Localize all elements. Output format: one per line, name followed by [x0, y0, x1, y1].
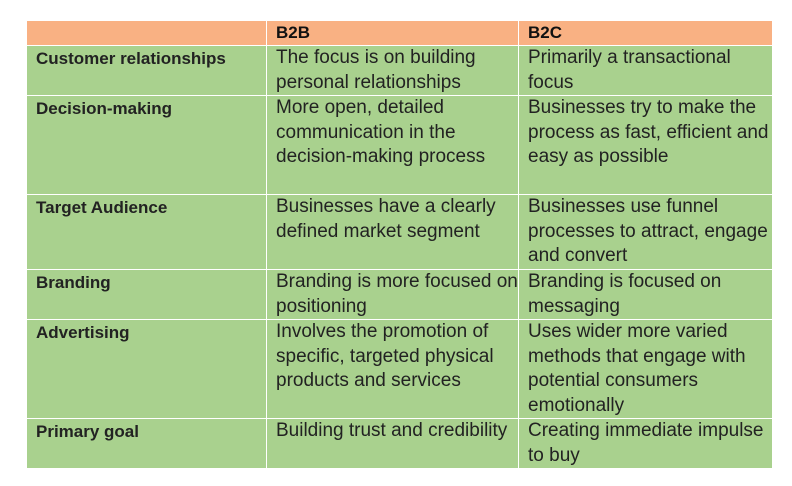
row-label: Target Audience — [26, 194, 267, 270]
row-label: Advertising — [26, 319, 267, 419]
b2c-cell: Uses wider more varied methods that enga… — [518, 319, 773, 419]
b2b-cell: The focus is on building personal relati… — [266, 45, 519, 96]
b2b-cell: Building trust and credibility — [266, 418, 519, 469]
b2b-cell: Involves the promotion of specific, targ… — [266, 319, 519, 419]
b2b-cell: More open, detailed communication in the… — [266, 95, 519, 195]
table-row: Advertising Involves the promotion of sp… — [26, 319, 773, 419]
header-empty — [26, 20, 267, 46]
table-row: Decision-making More open, detailed comm… — [26, 95, 773, 195]
row-label: Customer relationships — [26, 45, 267, 96]
header-row: B2B B2C — [26, 20, 773, 46]
table-row: Primary goal Building trust and credibil… — [26, 418, 773, 469]
comparison-table: B2B B2C Customer relationships The focus… — [26, 20, 773, 469]
header-b2c: B2C — [518, 20, 773, 46]
row-label: Branding — [26, 269, 267, 320]
b2c-cell: Businesses use funnel processes to attra… — [518, 194, 773, 270]
table-row: Branding Branding is more focused on pos… — [26, 269, 773, 320]
b2c-cell: Creating immediate impulse to buy — [518, 418, 773, 469]
table-row: Target Audience Businesses have a clearl… — [26, 194, 773, 270]
b2c-cell: Primarily a transactional focus — [518, 45, 773, 96]
header-b2b: B2B — [266, 20, 519, 46]
b2b-cell: Branding is more focused on positioning — [266, 269, 519, 320]
b2b-cell: Businesses have a clearly defined market… — [266, 194, 519, 270]
table-row: Customer relationships The focus is on b… — [26, 45, 773, 96]
row-label: Decision-making — [26, 95, 267, 195]
b2c-cell: Branding is focused on messaging — [518, 269, 773, 320]
row-label: Primary goal — [26, 418, 267, 469]
b2c-cell: Businesses try to make the process as fa… — [518, 95, 773, 195]
